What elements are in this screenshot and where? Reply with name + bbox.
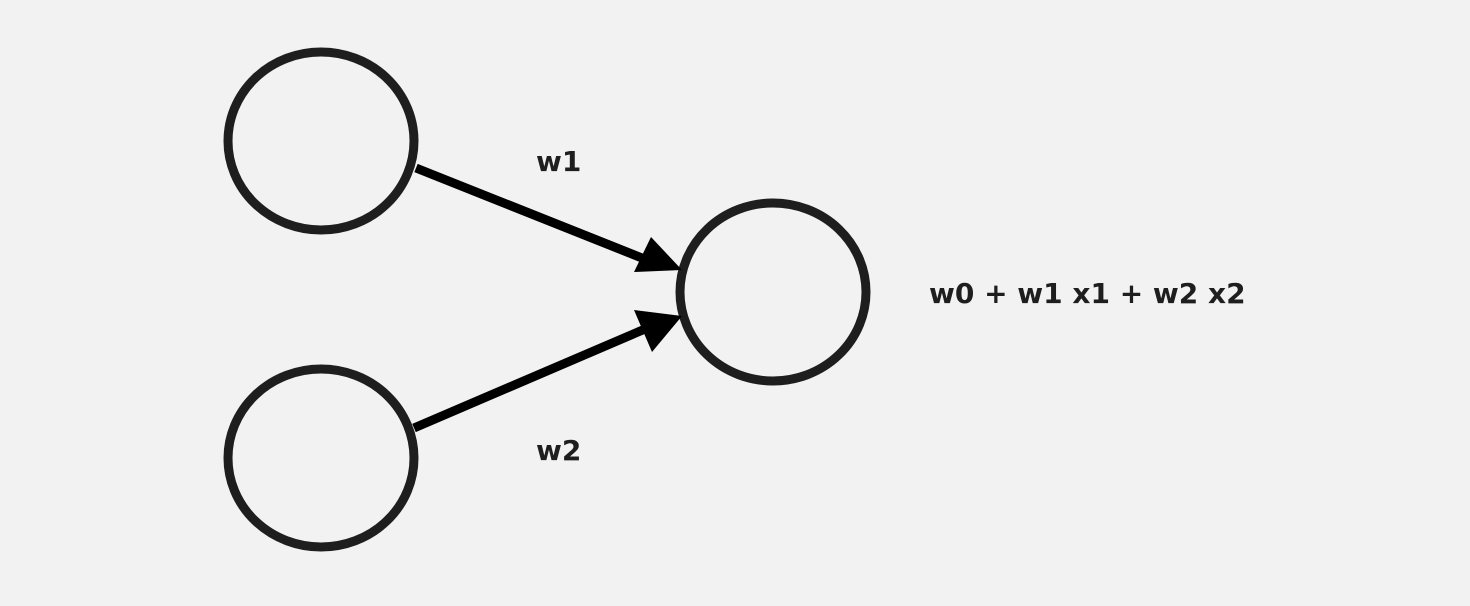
edge-label-w1: w1 [536,145,581,178]
input-node-2 [223,364,419,552]
output-node [675,198,871,386]
edge-input-1-to-output [414,163,654,267]
edge-input-2-to-output [412,321,654,433]
input-node-1 [223,47,419,235]
arrowhead-2-icon [634,310,682,352]
arrowhead-1-icon [634,237,682,272]
output-formula: w0 + w1 x1 + w2 x2 [929,277,1246,310]
edge-label-w2: w2 [536,434,581,467]
